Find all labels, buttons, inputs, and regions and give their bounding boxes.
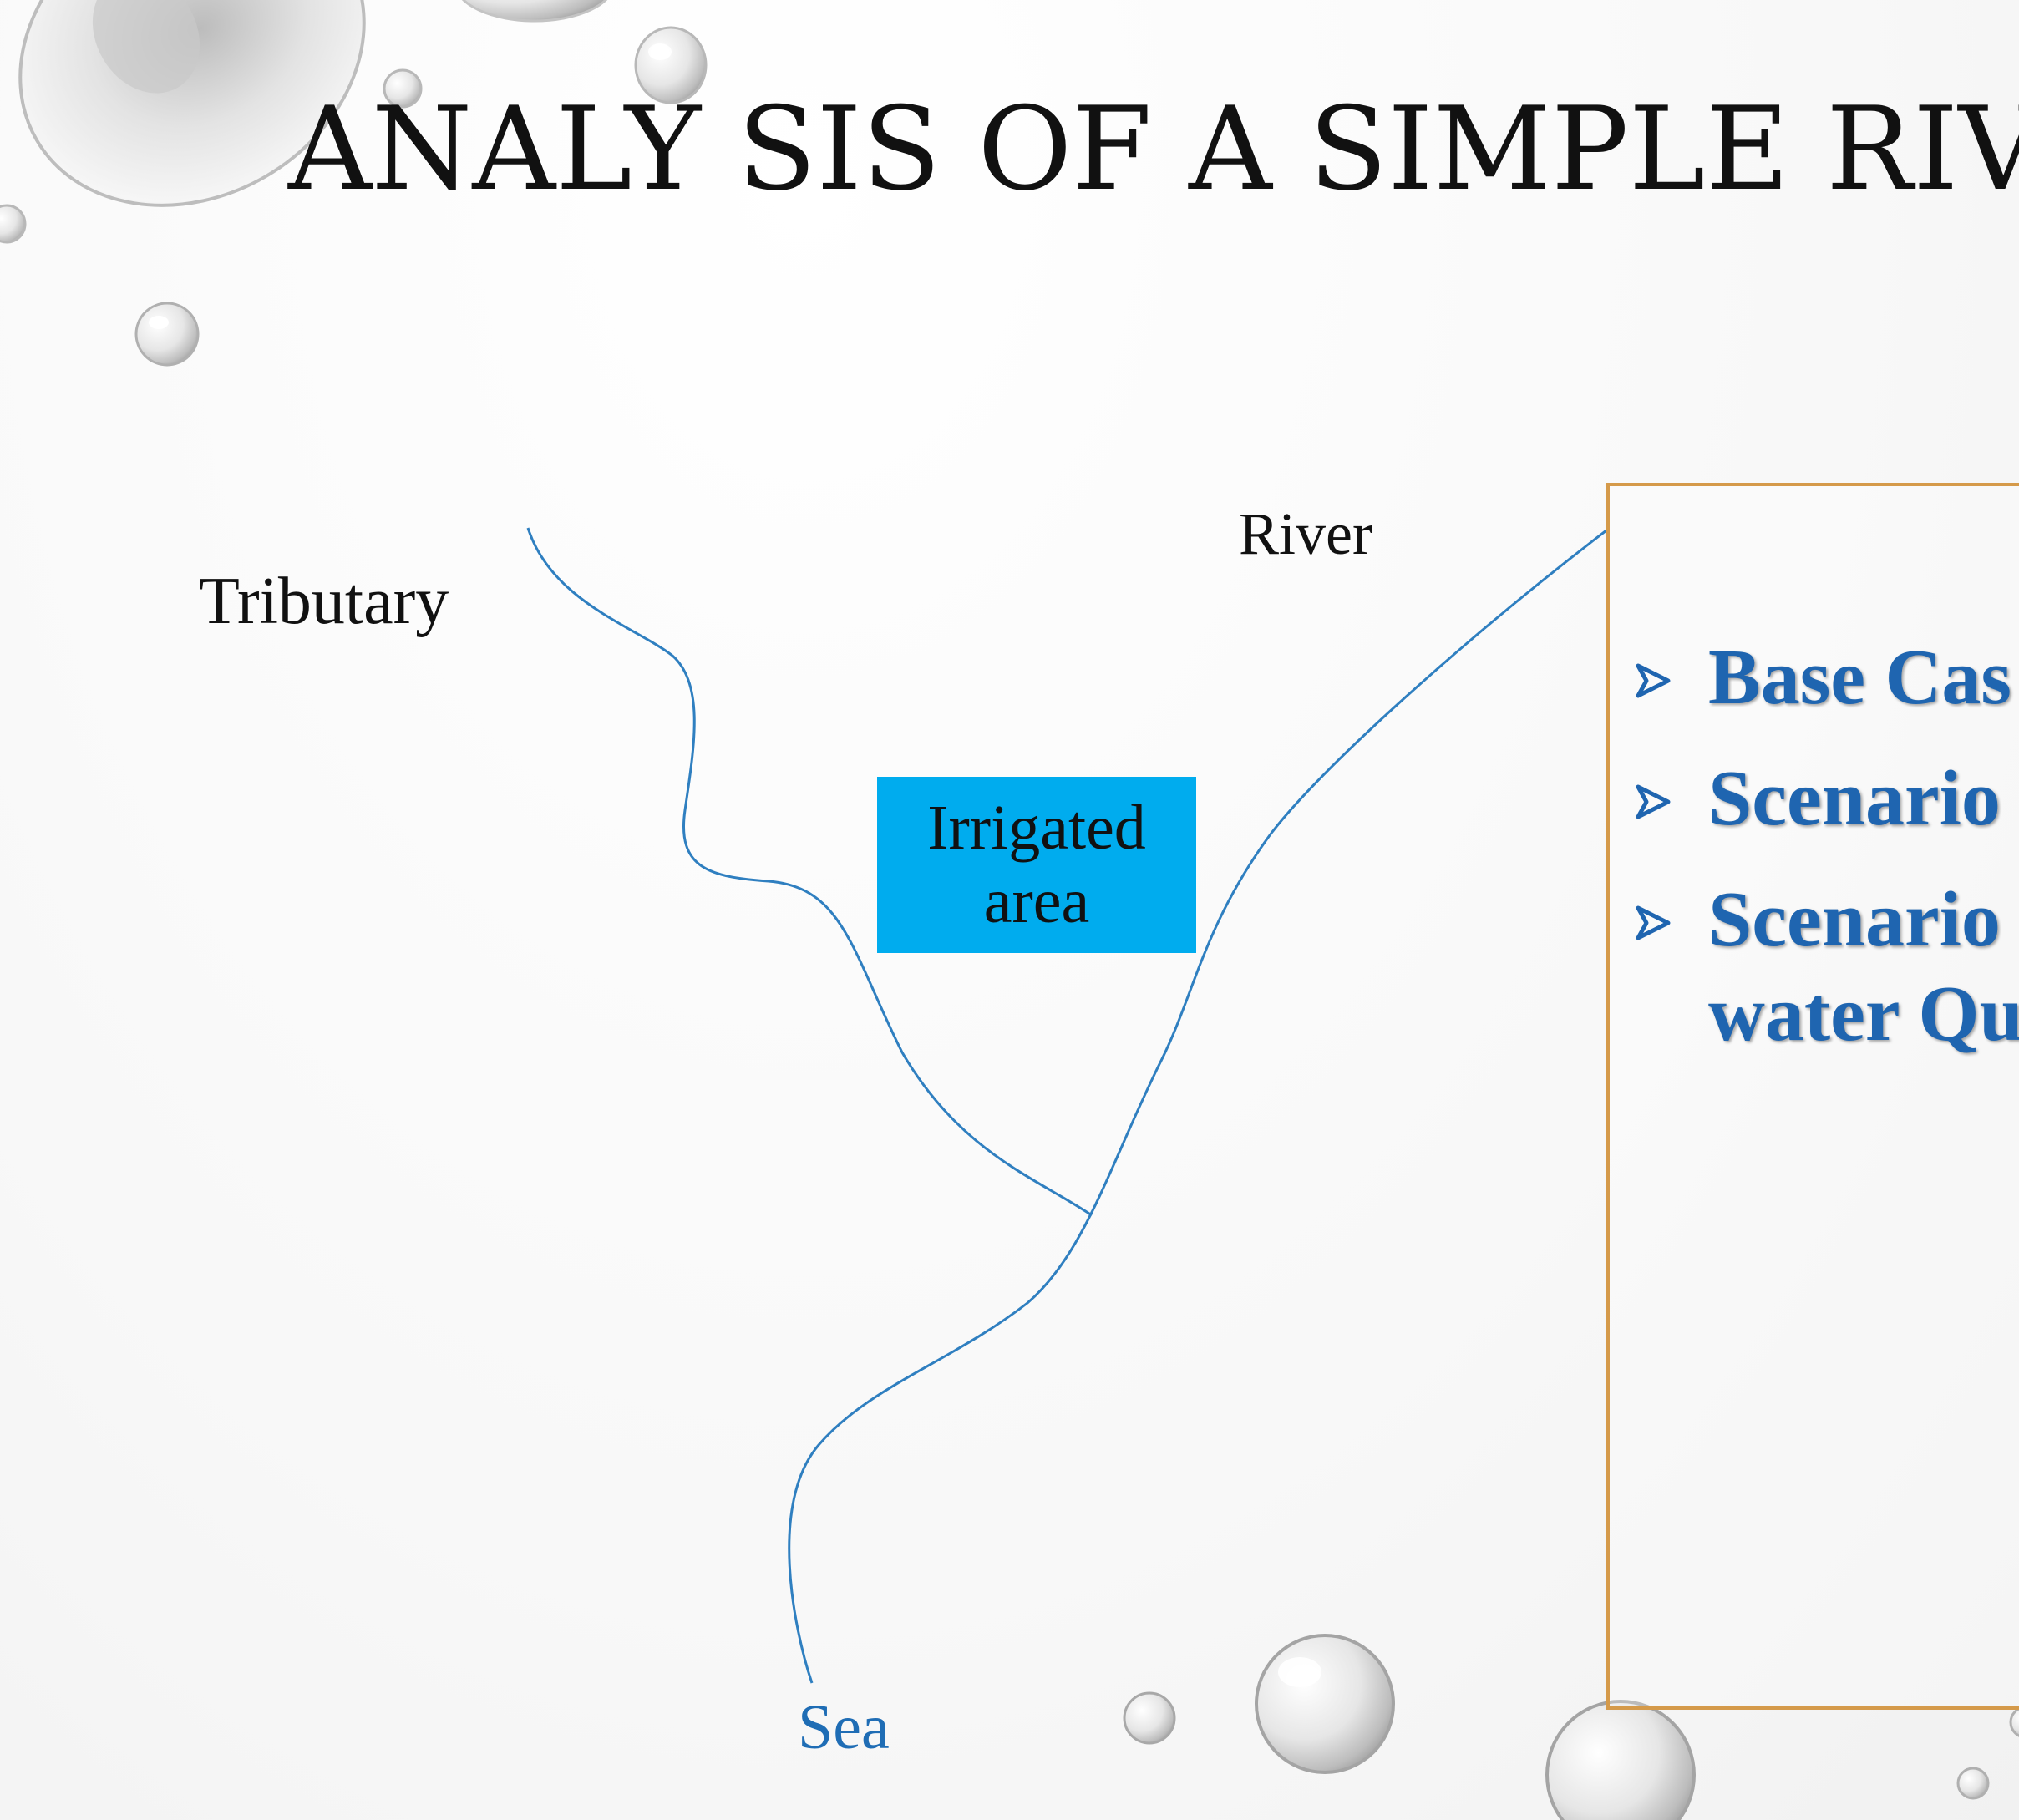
water-droplet-icon xyxy=(0,204,27,244)
water-droplet-icon xyxy=(634,26,708,104)
scenario-item-base-case: Base Cas xyxy=(1633,631,2019,725)
sea-label: Sea xyxy=(798,1692,890,1762)
scenario-item-scenario-1: Scenario xyxy=(1633,752,2019,846)
arrowhead-bullet-icon xyxy=(1636,784,1671,819)
scenario-item-text: Base Cas xyxy=(1708,634,2011,721)
tributary-stream xyxy=(526,527,1093,1217)
water-droplet-icon xyxy=(1545,1700,1696,1820)
water-droplet-icon xyxy=(383,68,423,109)
scenario-item-scenario-2: Scenario water Qu xyxy=(1633,873,2019,1062)
scenario-list: Base Cas Scenario Scenario water Qu xyxy=(1633,631,2019,1088)
river-label: River xyxy=(1239,500,1372,567)
slide-title: ANALY SIS OF A SIMPLE RIVER BA xyxy=(288,82,2019,216)
water-droplet-icon xyxy=(134,302,200,367)
water-droplet-icon xyxy=(2009,1707,2019,1737)
tributary-label: Tributary xyxy=(199,565,449,638)
scenario-item-text: Scenario xyxy=(1708,755,2001,842)
water-droplet-icon xyxy=(1123,1691,1176,1745)
irrigated-area-box: Irrigated area xyxy=(877,777,1196,953)
water-droplet-icon xyxy=(1255,1634,1395,1774)
scenario-box xyxy=(1606,483,2019,1710)
river-main-stream xyxy=(788,529,1607,1684)
water-droplet-icon xyxy=(1956,1767,1990,1800)
arrowhead-bullet-icon xyxy=(1636,663,1671,698)
arrowhead-bullet-icon xyxy=(1636,905,1671,940)
water-droplet-icon xyxy=(18,0,366,207)
scenario-item-text: Scenario xyxy=(1708,876,2001,963)
water-droplet-icon xyxy=(461,0,608,23)
scenario-item-text-continued: water Qu xyxy=(1708,971,2019,1057)
